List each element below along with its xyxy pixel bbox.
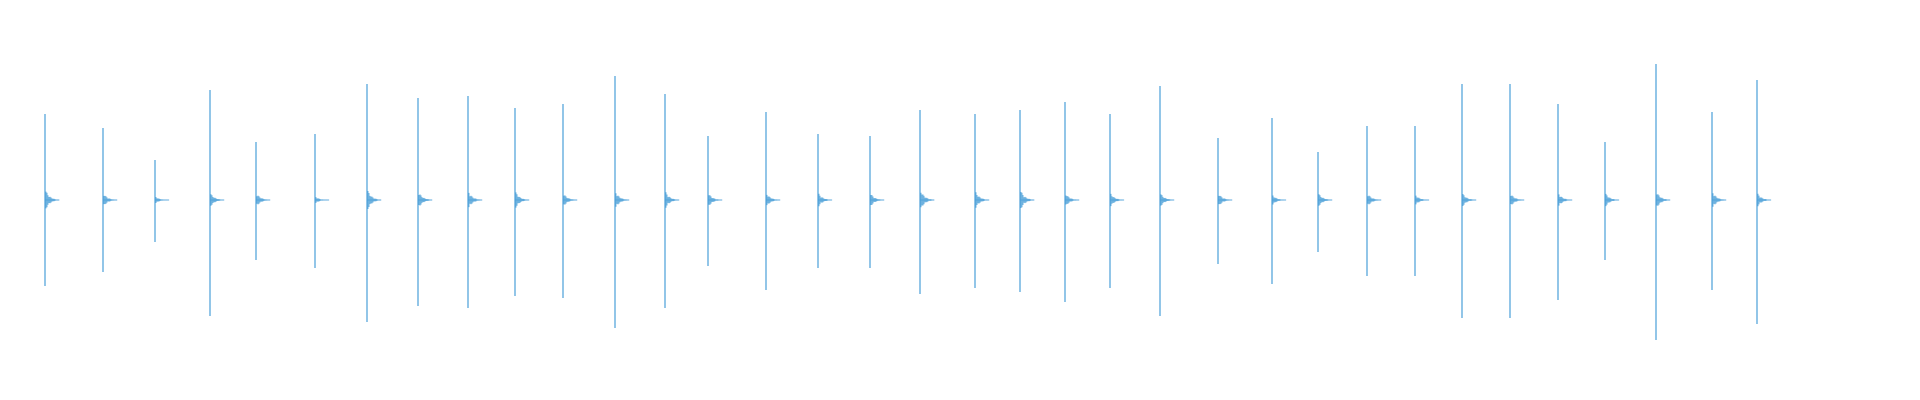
waveform-click	[1366, 126, 1382, 276]
waveform-click	[1756, 80, 1772, 324]
waveform-click	[1557, 104, 1573, 300]
waveform-click	[765, 112, 781, 290]
waveform-click	[514, 108, 530, 296]
waveform-click	[1109, 114, 1125, 288]
waveform-transients	[44, 64, 1772, 340]
waveform-click	[664, 94, 680, 308]
waveform-click	[1064, 102, 1080, 302]
waveform-click	[102, 128, 118, 272]
waveform-click	[366, 84, 382, 322]
waveform-click	[1509, 84, 1525, 318]
waveform-click	[1317, 152, 1333, 252]
waveform-click	[1271, 118, 1287, 284]
waveform-click	[614, 76, 630, 328]
waveform-click	[1604, 142, 1620, 260]
waveform-click	[255, 142, 271, 260]
waveform-click	[562, 104, 578, 298]
waveform-click	[1655, 64, 1671, 340]
waveform-click	[1414, 126, 1430, 276]
waveform-click	[154, 160, 170, 242]
waveform-click	[974, 114, 990, 288]
waveform-click	[1217, 138, 1233, 264]
waveform-click	[417, 98, 433, 306]
waveform-click	[919, 110, 935, 294]
waveform-click	[1711, 112, 1727, 290]
waveform-click	[314, 134, 330, 268]
waveform-click	[467, 96, 483, 308]
waveform-click	[1159, 86, 1175, 316]
waveform-click	[1019, 110, 1035, 292]
waveform-click	[817, 134, 833, 268]
waveform-click	[1461, 84, 1477, 318]
waveform-click	[869, 136, 885, 268]
waveform-click	[44, 114, 60, 286]
waveform-click	[707, 136, 723, 266]
waveform-click	[209, 90, 225, 316]
